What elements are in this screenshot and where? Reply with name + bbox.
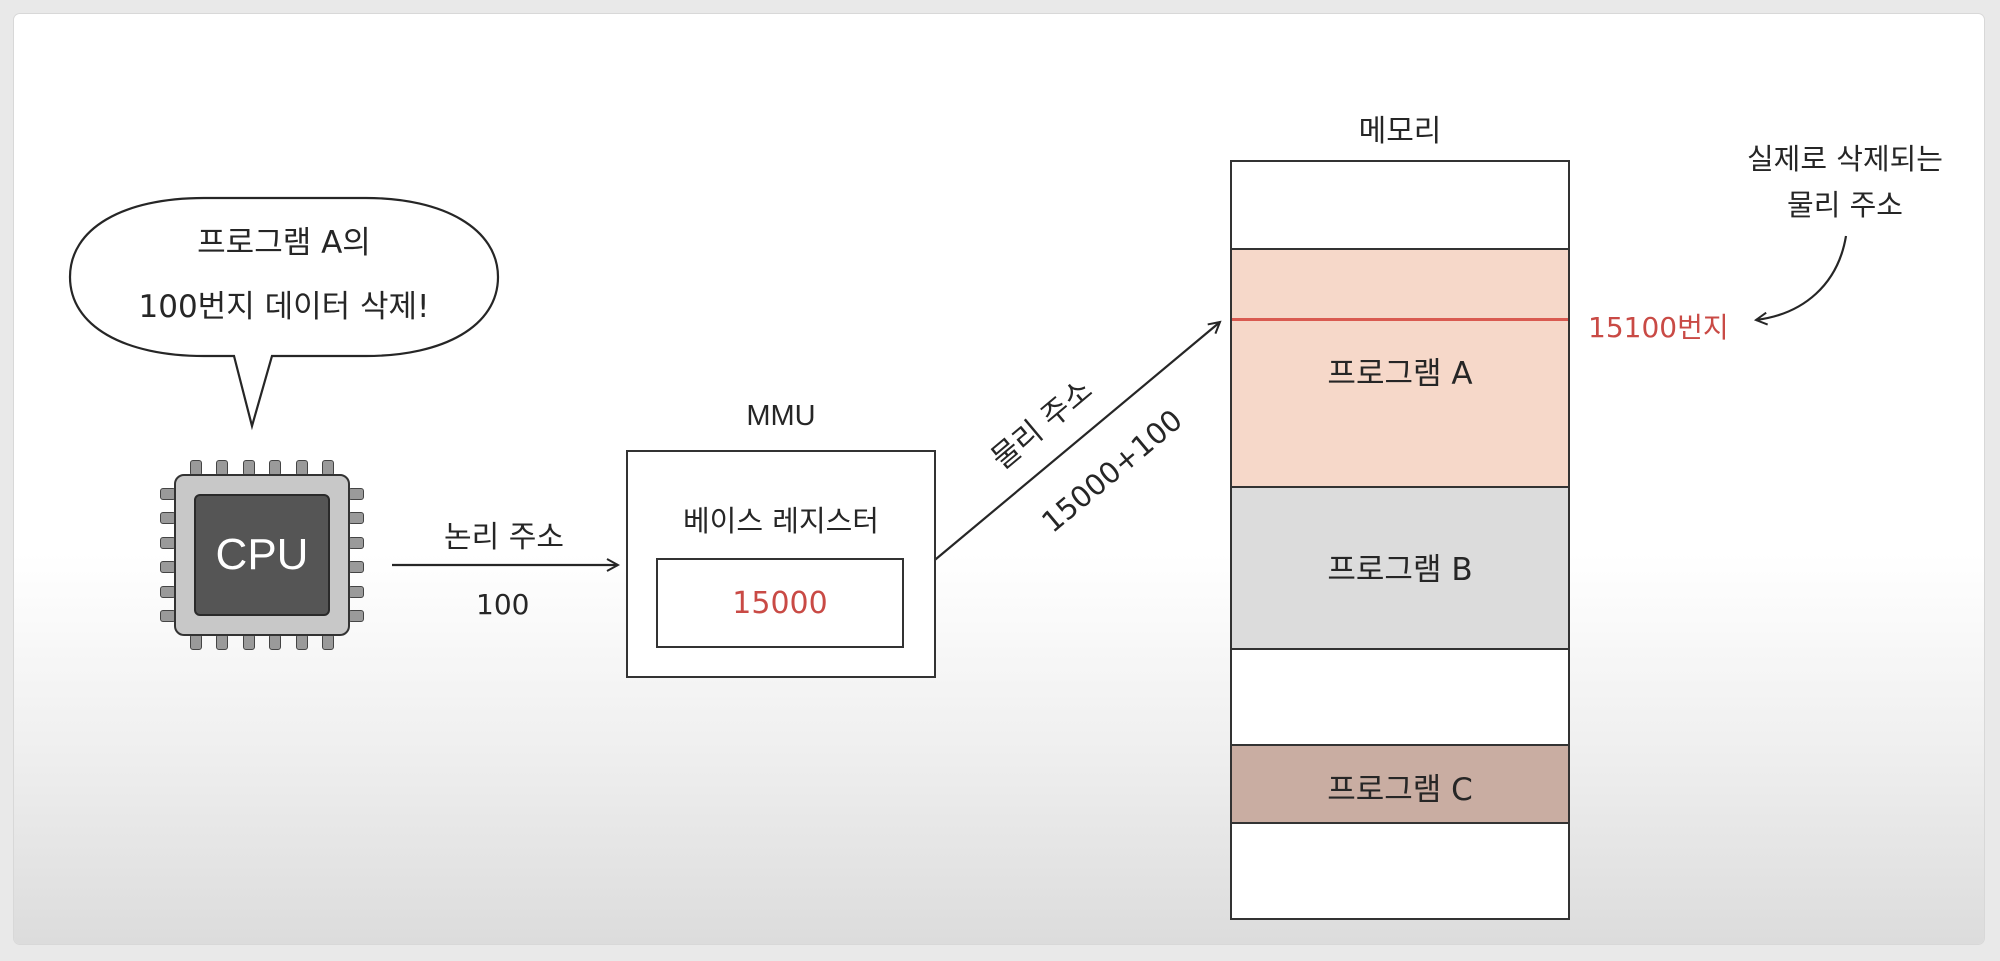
speech-bubble-line1: 프로그램 A의 <box>197 225 371 261</box>
memory-title: 메모리 <box>1358 114 1442 149</box>
memory-block-program-b: 프로그램 B <box>1230 486 1570 650</box>
physical-address-arrow <box>929 322 1220 565</box>
mmu-title: MMU <box>746 400 816 432</box>
cpu-pin <box>190 634 202 650</box>
cpu-pin <box>295 634 308 650</box>
speech-bubble-shape <box>68 196 500 431</box>
annotation-line1: 실제로 삭제되는 <box>1747 142 1943 176</box>
memory-column: 프로그램 A 프로그램 B 프로그램 C <box>1230 160 1570 920</box>
mmu-box: 베이스 레지스터 15000 <box>626 450 936 678</box>
cpu-pin <box>348 512 364 525</box>
diagram-canvas <box>68 196 1848 944</box>
memory-block-label-c: 프로그램 C <box>1327 772 1473 808</box>
cpu-pin <box>269 634 282 650</box>
logical-address-title: 논리 주소 <box>444 520 564 555</box>
annotation-arrow <box>1756 235 1848 320</box>
memory-block-program-c: 프로그램 C <box>1230 744 1570 824</box>
logical-address-value: 100 <box>476 588 530 621</box>
base-register-box: 15000 <box>656 558 904 648</box>
cpu-pin <box>348 536 364 549</box>
cpu-chip: CPU <box>160 460 364 650</box>
cpu-pin <box>348 610 364 622</box>
cpu-pin <box>348 585 364 598</box>
cpu-pin <box>348 488 364 500</box>
speech-bubble-line2: 100번지 데이터 삭제! <box>138 289 430 325</box>
cpu-label: CPU <box>215 530 309 579</box>
slide-frame: 프로그램 A의 100번지 데이터 삭제! CPU 논리 주소 100 MMU … <box>14 14 1984 944</box>
cpu-pin <box>348 561 364 574</box>
cpu-body: CPU <box>174 474 350 636</box>
memory-block-program-a: 프로그램 A <box>1230 248 1570 488</box>
cpu-pin <box>242 634 255 650</box>
memory-block-empty-top <box>1230 160 1570 250</box>
cpu-pin <box>322 634 334 650</box>
cpu-pin <box>216 634 229 650</box>
cpu-die: CPU <box>194 494 330 616</box>
memory-block-label-a: 프로그램 A <box>1327 356 1473 392</box>
annotation-line2: 물리 주소 <box>1787 188 1903 222</box>
deleted-address-label: 15100번지 <box>1588 311 1729 344</box>
deleted-address-line <box>1232 318 1568 321</box>
base-register-label: 베이스 레지스터 <box>683 504 879 538</box>
memory-block-label-b: 프로그램 B <box>1327 552 1473 588</box>
base-register-value: 15000 <box>732 586 828 621</box>
